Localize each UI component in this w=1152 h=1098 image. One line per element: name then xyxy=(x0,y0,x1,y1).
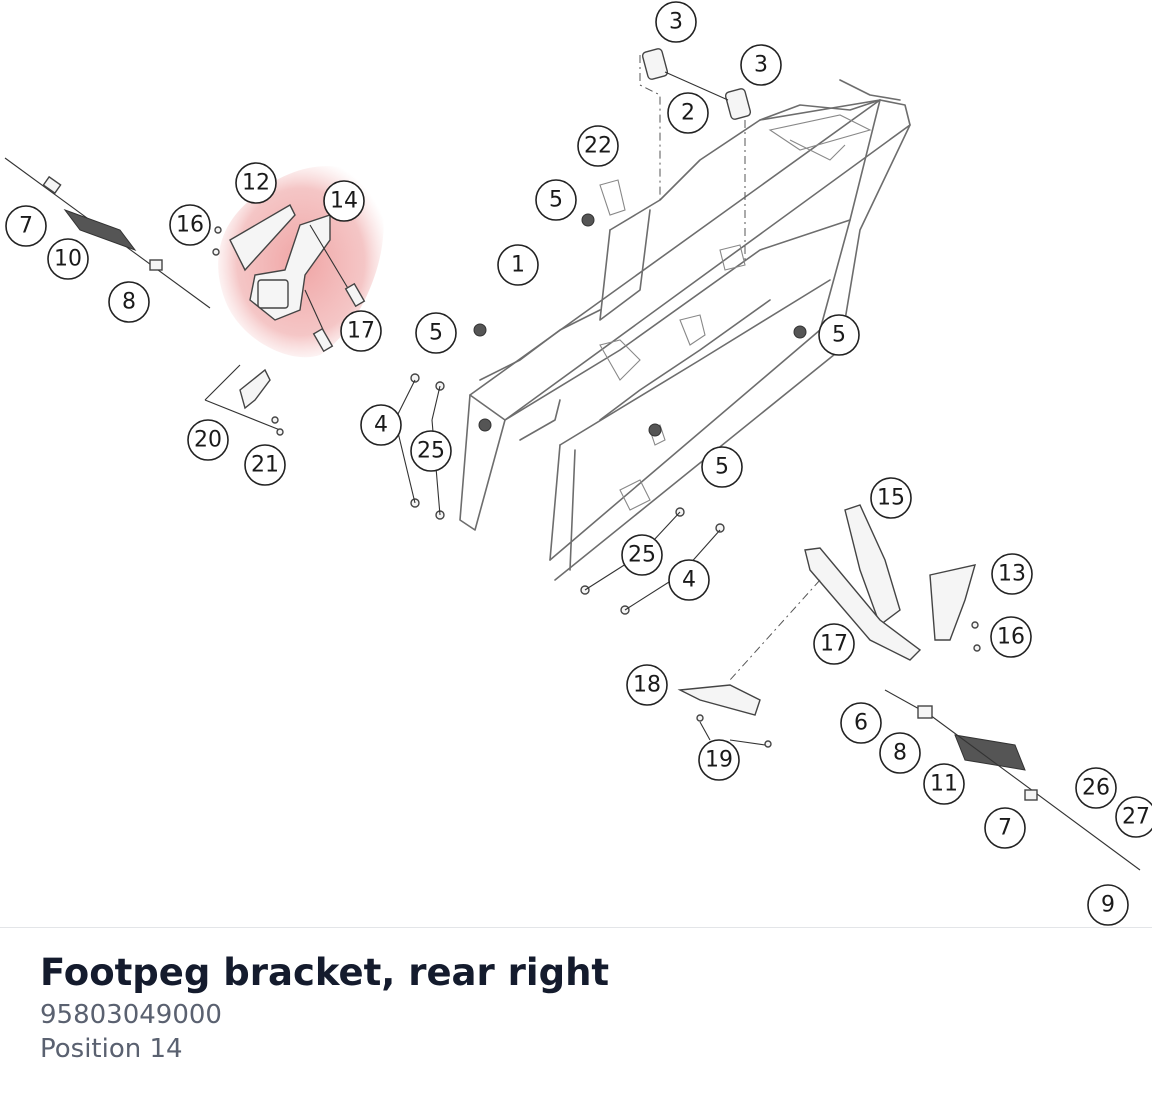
callout-5-b: 5 xyxy=(415,312,457,354)
svg-text:21: 21 xyxy=(251,453,279,478)
svg-text:3: 3 xyxy=(669,10,683,35)
right-footpeg-assembly xyxy=(677,504,1141,871)
svg-text:13: 13 xyxy=(998,562,1026,587)
svg-text:27: 27 xyxy=(1122,805,1150,830)
svg-text:7: 7 xyxy=(998,816,1012,841)
svg-text:25: 25 xyxy=(628,543,656,568)
svg-text:17: 17 xyxy=(347,319,375,344)
callout-8-left: 8 xyxy=(108,281,150,323)
svg-text:15: 15 xyxy=(877,486,905,511)
svg-text:11: 11 xyxy=(930,772,958,797)
svg-text:26: 26 xyxy=(1082,776,1110,801)
callout-17-left: 17 xyxy=(340,310,382,352)
callout-21: 21 xyxy=(244,444,286,486)
svg-text:5: 5 xyxy=(549,188,563,213)
callout-9: 9 xyxy=(1087,884,1129,926)
svg-text:8: 8 xyxy=(893,741,907,766)
callout-12: 12 xyxy=(235,162,277,204)
sensor-bracket xyxy=(204,364,284,436)
svg-text:4: 4 xyxy=(682,568,696,593)
svg-text:6: 6 xyxy=(854,711,868,736)
svg-text:19: 19 xyxy=(705,748,733,773)
rubber-mounts xyxy=(394,213,807,615)
svg-text:5: 5 xyxy=(832,323,846,348)
callout-1: 1 xyxy=(497,244,539,286)
callout-10: 10 xyxy=(47,238,89,280)
svg-text:1: 1 xyxy=(511,253,525,278)
callout-7-left: 7 xyxy=(5,205,47,247)
callout-15: 15 xyxy=(870,477,912,519)
part-number: 95803049000 xyxy=(40,1000,222,1030)
callout-22: 22 xyxy=(577,125,619,167)
exploded-diagram: 3 3 2 22 5 1 12 14 16 7 10 8 17 5 5 4 25… xyxy=(4,1,1152,926)
svg-text:25: 25 xyxy=(417,439,445,464)
svg-text:4: 4 xyxy=(374,413,388,438)
callout-26: 26 xyxy=(1075,767,1117,809)
callout-25-right: 25 xyxy=(621,534,663,576)
callout-2: 2 xyxy=(667,92,709,134)
callout-13: 13 xyxy=(991,553,1033,595)
left-footpeg-assembly xyxy=(4,157,211,309)
callout-16-right: 16 xyxy=(990,616,1032,658)
svg-text:8: 8 xyxy=(122,290,136,315)
section-divider xyxy=(0,927,1152,928)
callout-3-top: 3 xyxy=(655,1,697,43)
callout-5-d: 5 xyxy=(701,446,743,488)
svg-text:9: 9 xyxy=(1101,893,1115,918)
part-info: Footpeg bracket, rear right 95803049000 … xyxy=(40,948,1120,1066)
svg-text:2: 2 xyxy=(681,101,695,126)
callout-5-c: 5 xyxy=(818,314,860,356)
callout-18: 18 xyxy=(626,664,668,706)
callout-27: 27 xyxy=(1115,796,1152,838)
callout-3-right: 3 xyxy=(740,44,782,86)
callout-19: 19 xyxy=(698,739,740,781)
part-position: Position 14 xyxy=(40,1034,183,1064)
svg-text:12: 12 xyxy=(242,171,270,196)
svg-text:14: 14 xyxy=(330,189,358,214)
svg-text:16: 16 xyxy=(176,213,204,238)
svg-text:7: 7 xyxy=(19,214,33,239)
callout-7-right: 7 xyxy=(984,807,1026,849)
svg-text:5: 5 xyxy=(429,321,443,346)
svg-text:17: 17 xyxy=(820,632,848,657)
svg-text:22: 22 xyxy=(584,134,612,159)
svg-text:5: 5 xyxy=(715,455,729,480)
callout-8-right: 8 xyxy=(879,732,921,774)
callout-4-right: 4 xyxy=(668,559,710,601)
shock-mount-parts xyxy=(639,48,752,260)
part-title: Footpeg bracket, rear right xyxy=(40,951,610,994)
frame-drawing xyxy=(459,79,911,581)
callout-25-left: 25 xyxy=(410,430,452,472)
rear-right-footpeg-bracket xyxy=(212,204,366,353)
svg-text:10: 10 xyxy=(54,247,82,272)
callout-16-left: 16 xyxy=(169,204,211,246)
callout-4-left: 4 xyxy=(360,404,402,446)
callout-17-right: 17 xyxy=(813,623,855,665)
callout-11: 11 xyxy=(923,763,965,805)
svg-text:20: 20 xyxy=(194,428,222,453)
callout-20: 20 xyxy=(187,419,229,461)
callout-5-a: 5 xyxy=(535,179,577,221)
svg-text:16: 16 xyxy=(997,625,1025,650)
callout-6: 6 xyxy=(840,702,882,744)
frame-parts-diagram: 3 3 2 22 5 1 12 14 16 7 10 8 17 5 5 4 25… xyxy=(4,1,1152,926)
svg-text:18: 18 xyxy=(633,673,661,698)
svg-text:3: 3 xyxy=(754,53,768,78)
callout-14: 14 xyxy=(323,180,365,222)
